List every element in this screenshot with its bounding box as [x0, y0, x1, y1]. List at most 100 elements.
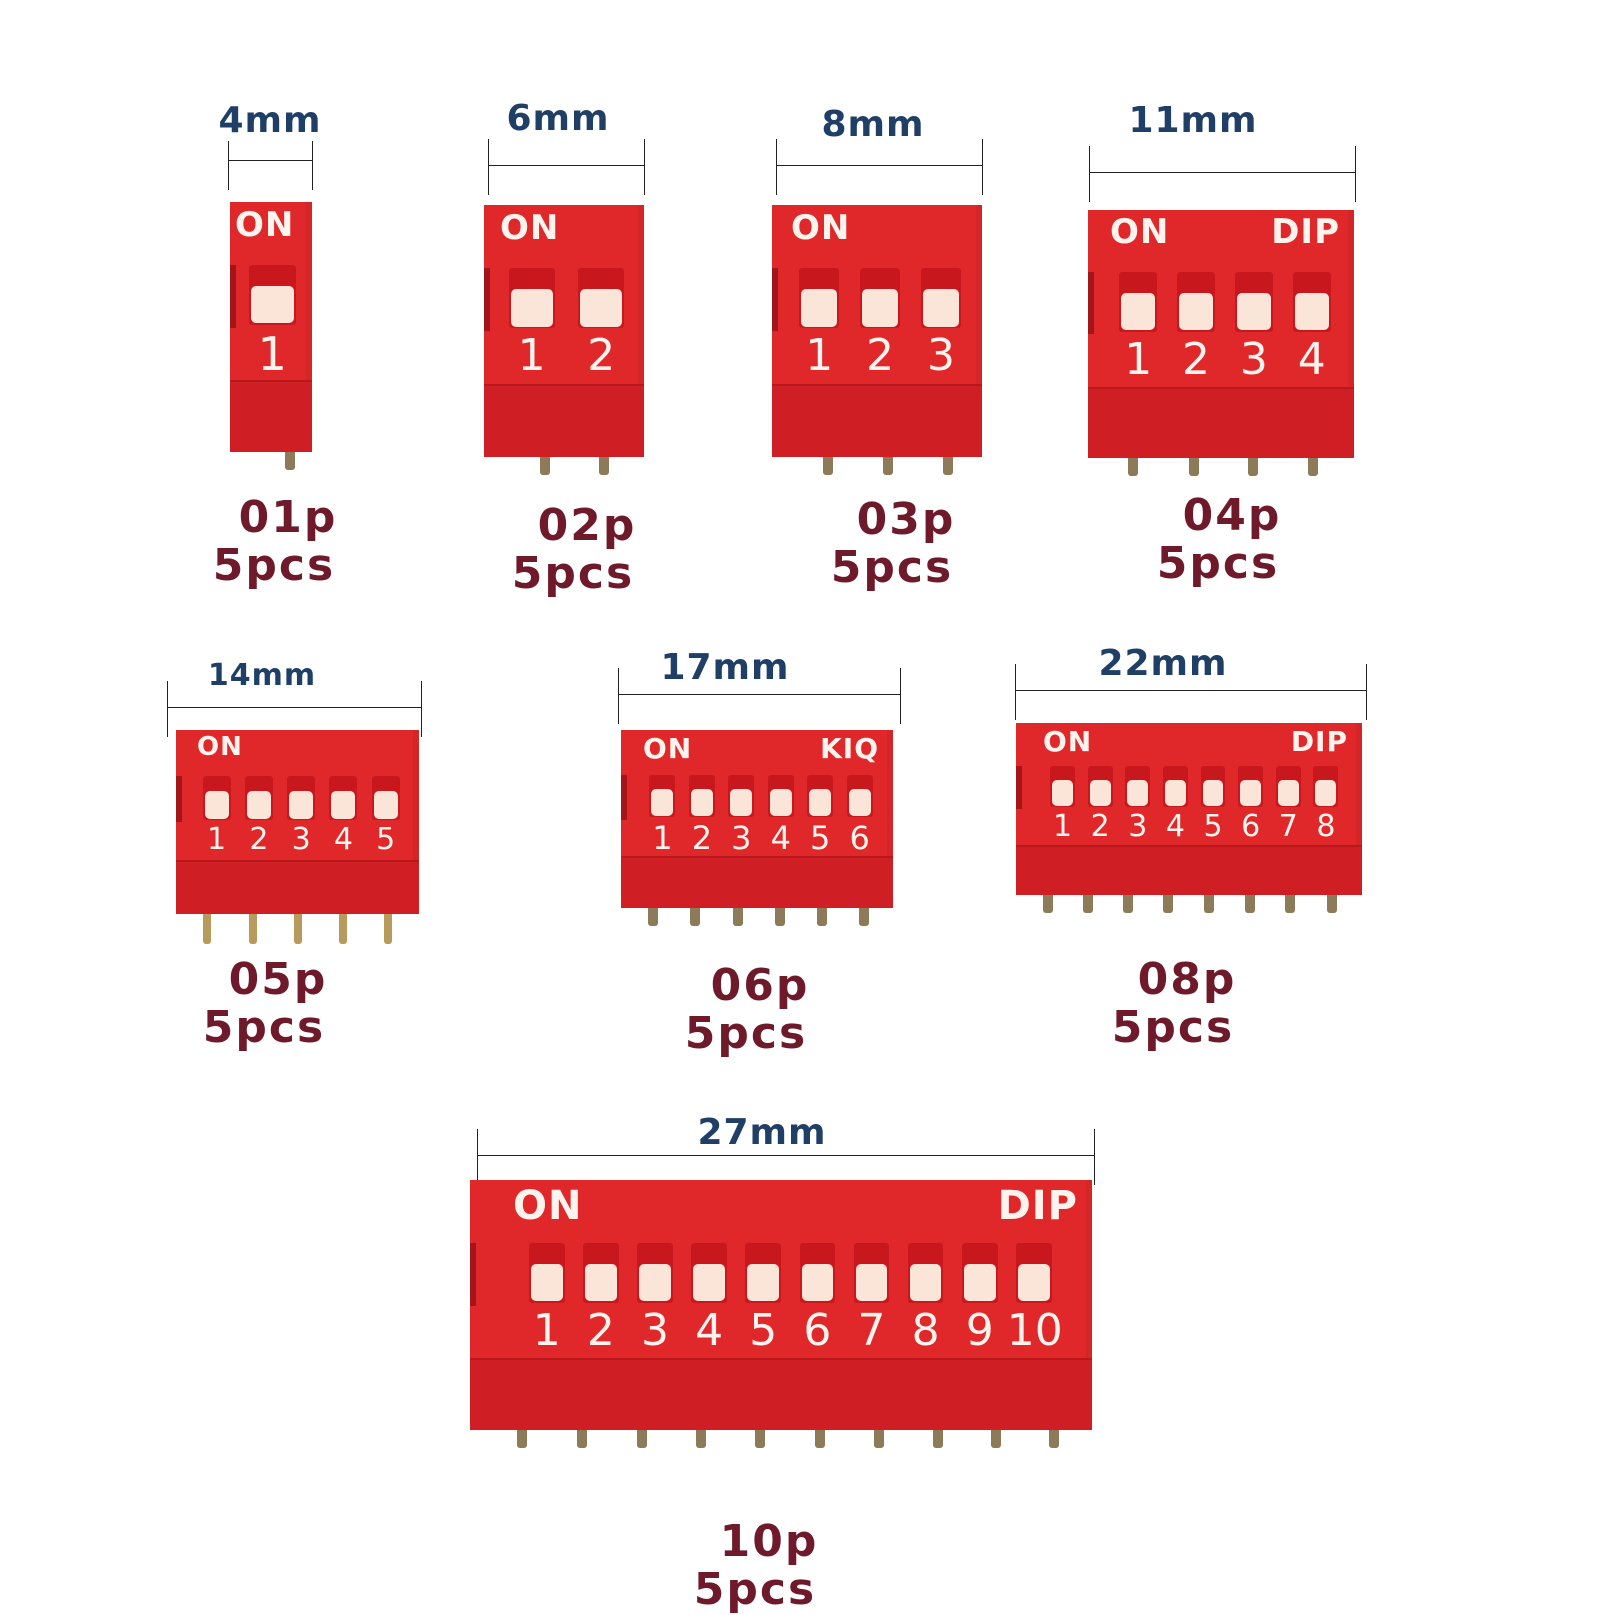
switch-base — [1016, 845, 1362, 895]
switch-toggle[interactable] — [510, 289, 553, 327]
body-notch — [230, 265, 236, 328]
switch-toggle[interactable] — [1089, 780, 1111, 807]
switch-slot[interactable] — [578, 268, 625, 329]
switch-slot[interactable] — [853, 1242, 890, 1303]
switch-toggle[interactable] — [922, 289, 960, 327]
switch-slot[interactable] — [1238, 766, 1264, 808]
switch-slot[interactable] — [202, 776, 231, 821]
switch-slot[interactable] — [1050, 766, 1075, 808]
switch-toggle[interactable] — [250, 285, 294, 323]
switch-slot[interactable] — [248, 264, 296, 325]
switch-toggle[interactable] — [1277, 780, 1299, 807]
switch-slot[interactable] — [1015, 1242, 1052, 1303]
switch-toggle[interactable] — [1240, 780, 1262, 807]
dimension-tick — [982, 139, 983, 195]
switch-toggle[interactable] — [204, 791, 229, 819]
switch-slot[interactable] — [1119, 272, 1158, 332]
dip-label: DIP — [1290, 725, 1348, 758]
switch-slot[interactable] — [688, 774, 715, 818]
switch-toggle[interactable] — [1178, 292, 1214, 330]
switch-toggle[interactable] — [1017, 1263, 1050, 1301]
body-notch — [1088, 272, 1094, 334]
switch-toggle[interactable] — [855, 1263, 888, 1301]
switch-toggle[interactable] — [373, 791, 398, 819]
switch-slot[interactable] — [287, 776, 316, 821]
switch-toggle[interactable] — [862, 289, 899, 327]
width-dimension-label: 8mm — [813, 104, 933, 145]
pin — [696, 1426, 706, 1448]
switch-toggle[interactable] — [963, 1263, 996, 1301]
position-number: 1 — [805, 330, 834, 382]
model-caption: 01p — [238, 492, 338, 543]
switch-slot[interactable] — [691, 1242, 727, 1303]
switch-slot[interactable] — [799, 268, 840, 329]
switch-slot[interactable] — [371, 776, 400, 821]
switch-slot[interactable] — [1200, 766, 1226, 808]
switch-toggle[interactable] — [639, 1263, 671, 1301]
switch-toggle[interactable] — [1236, 292, 1271, 330]
switch-slot[interactable] — [244, 776, 273, 821]
switch-toggle[interactable] — [730, 789, 753, 816]
switch-toggle[interactable] — [331, 791, 356, 819]
switch-slot[interactable] — [846, 774, 873, 818]
switch-slot[interactable] — [528, 1242, 565, 1303]
pin — [1327, 891, 1337, 913]
switch-slot[interactable] — [860, 268, 901, 329]
position-number: 2 — [587, 330, 616, 382]
switch-toggle[interactable] — [1294, 292, 1329, 330]
switch-toggle[interactable] — [769, 789, 792, 816]
switch-toggle[interactable] — [1127, 780, 1149, 807]
switch-slot[interactable] — [1087, 766, 1113, 808]
switch-slot[interactable] — [907, 1242, 944, 1303]
switch-slot[interactable] — [1162, 766, 1188, 808]
width-dimension-label: 27mm — [689, 1112, 835, 1153]
switch-toggle[interactable] — [530, 1263, 563, 1301]
switch-toggle[interactable] — [690, 789, 713, 816]
switch-toggle[interactable] — [747, 1263, 780, 1301]
switch-slot[interactable] — [637, 1242, 673, 1303]
switch-slot[interactable] — [649, 774, 676, 818]
switch-slot[interactable] — [1125, 766, 1151, 808]
switch-slot[interactable] — [329, 776, 358, 821]
position-number: 1 — [517, 330, 546, 382]
position-number: 8 — [911, 1304, 940, 1356]
switch-toggle[interactable] — [801, 289, 838, 327]
dimension-line — [228, 160, 312, 161]
quantity-caption: 5pcs — [693, 1564, 817, 1615]
switch-slot[interactable] — [920, 268, 962, 329]
position-number: 1 — [257, 326, 287, 381]
switch-slot[interactable] — [1275, 766, 1301, 808]
switch-toggle[interactable] — [1121, 292, 1156, 330]
position-number: 6 — [849, 819, 870, 858]
switch-slot[interactable] — [728, 774, 755, 818]
switch-toggle[interactable] — [693, 1263, 725, 1301]
switch-slot[interactable] — [961, 1242, 998, 1303]
switch-slot[interactable] — [767, 774, 794, 818]
pin — [1123, 891, 1133, 913]
switch-toggle[interactable] — [801, 1263, 834, 1301]
dimension-line — [167, 707, 421, 708]
switch-toggle[interactable] — [289, 791, 314, 819]
switch-slot[interactable] — [799, 1242, 836, 1303]
switch-slot[interactable] — [583, 1242, 619, 1303]
switch-toggle[interactable] — [1052, 780, 1073, 807]
switch-toggle[interactable] — [1315, 780, 1337, 807]
switch-slot[interactable] — [1313, 766, 1339, 808]
switch-toggle[interactable] — [848, 789, 871, 816]
switch-toggle[interactable] — [585, 1263, 617, 1301]
switch-toggle[interactable] — [809, 789, 832, 816]
switch-toggle[interactable] — [651, 789, 674, 816]
switch-slot[interactable] — [745, 1242, 782, 1303]
switch-toggle[interactable] — [1202, 780, 1224, 807]
switch-toggle[interactable] — [246, 791, 271, 819]
switch-toggle[interactable] — [580, 289, 623, 327]
switch-slot[interactable] — [1292, 272, 1331, 332]
switch-slot[interactable] — [1234, 272, 1273, 332]
switch-slot[interactable] — [508, 268, 555, 329]
switch-toggle[interactable] — [1164, 780, 1186, 807]
switch-toggle[interactable] — [909, 1263, 942, 1301]
switch-slot[interactable] — [1176, 272, 1216, 332]
switch-slot[interactable] — [807, 774, 834, 818]
